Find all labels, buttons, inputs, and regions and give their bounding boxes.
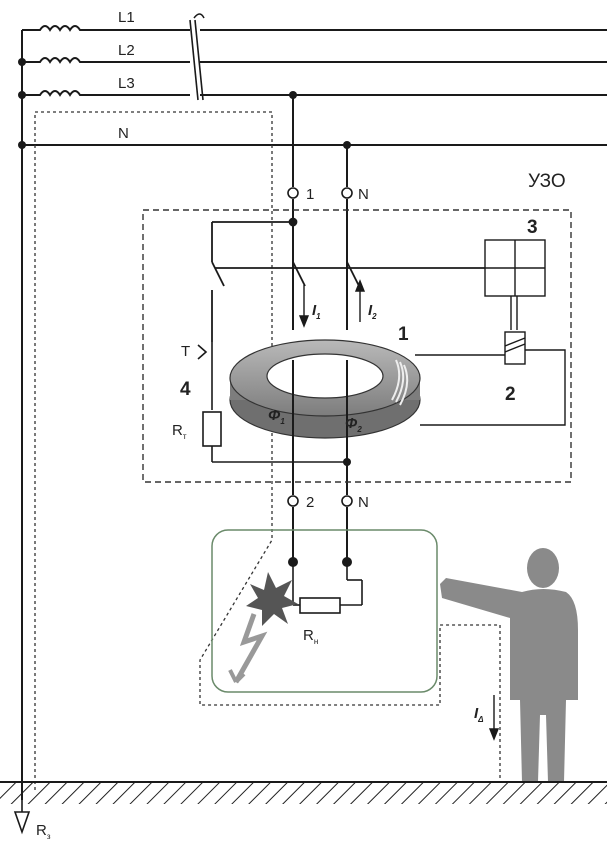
- junction-dot: [343, 458, 351, 466]
- toroidal-transformer: [229, 339, 421, 439]
- l3-coil: [22, 90, 190, 97]
- current-i2: I2: [368, 302, 377, 321]
- current-idelta: IΔ: [474, 705, 484, 724]
- load-dots: [288, 557, 352, 567]
- main-breaker: [189, 13, 205, 101]
- terminal-in-neutral: N: [358, 186, 369, 203]
- terminal-out-phase: 2: [306, 494, 314, 511]
- relay-block: [415, 331, 566, 426]
- resistor-rz: Rз: [36, 822, 51, 841]
- l1-coil: [22, 25, 190, 32]
- part-2-label: 2: [505, 384, 516, 405]
- rcd-contacts: [211, 217, 485, 342]
- rcd-label: УЗО: [528, 171, 566, 192]
- resistor-rn: Rн: [303, 627, 318, 646]
- test-circuit: [197, 342, 347, 463]
- l2-coil: [22, 57, 190, 64]
- fault-spark-icon: [228, 572, 298, 684]
- terminals: [287, 187, 353, 507]
- rcd-enclosure: [142, 209, 572, 483]
- ground: [0, 781, 607, 804]
- terminal-in-phase: 1: [306, 186, 314, 203]
- leakage-current-arrow: [488, 695, 500, 741]
- person-icon: [440, 548, 578, 782]
- appliance-housing: [211, 529, 438, 693]
- l1-label: L1: [118, 9, 135, 26]
- part-1-label: 1: [398, 324, 409, 345]
- resistor-rt: Rт: [172, 422, 187, 441]
- test-button-label: T: [181, 343, 190, 360]
- supply-lines: [21, 25, 607, 800]
- flux-f1: Φ1: [268, 407, 285, 426]
- ground-electrode: [13, 782, 31, 835]
- flux-f2: Φ2: [345, 415, 362, 434]
- l2-label: L2: [118, 42, 135, 59]
- part-4-label: 4: [180, 379, 191, 400]
- pe-dotted-line: [34, 111, 501, 790]
- load-circuit: [292, 562, 363, 614]
- trip-mechanism-block: [484, 239, 546, 330]
- current-i1: I1: [312, 302, 321, 321]
- l3-label: L3: [118, 75, 135, 92]
- terminal-out-neutral: N: [358, 494, 369, 511]
- part-3-label: 3: [527, 217, 538, 238]
- bus-dots: [18, 58, 351, 149]
- rcd-input-wires: [292, 95, 348, 558]
- toroid-conductors: [292, 360, 348, 440]
- current-arrows: [298, 279, 366, 328]
- n-label: N: [118, 125, 129, 142]
